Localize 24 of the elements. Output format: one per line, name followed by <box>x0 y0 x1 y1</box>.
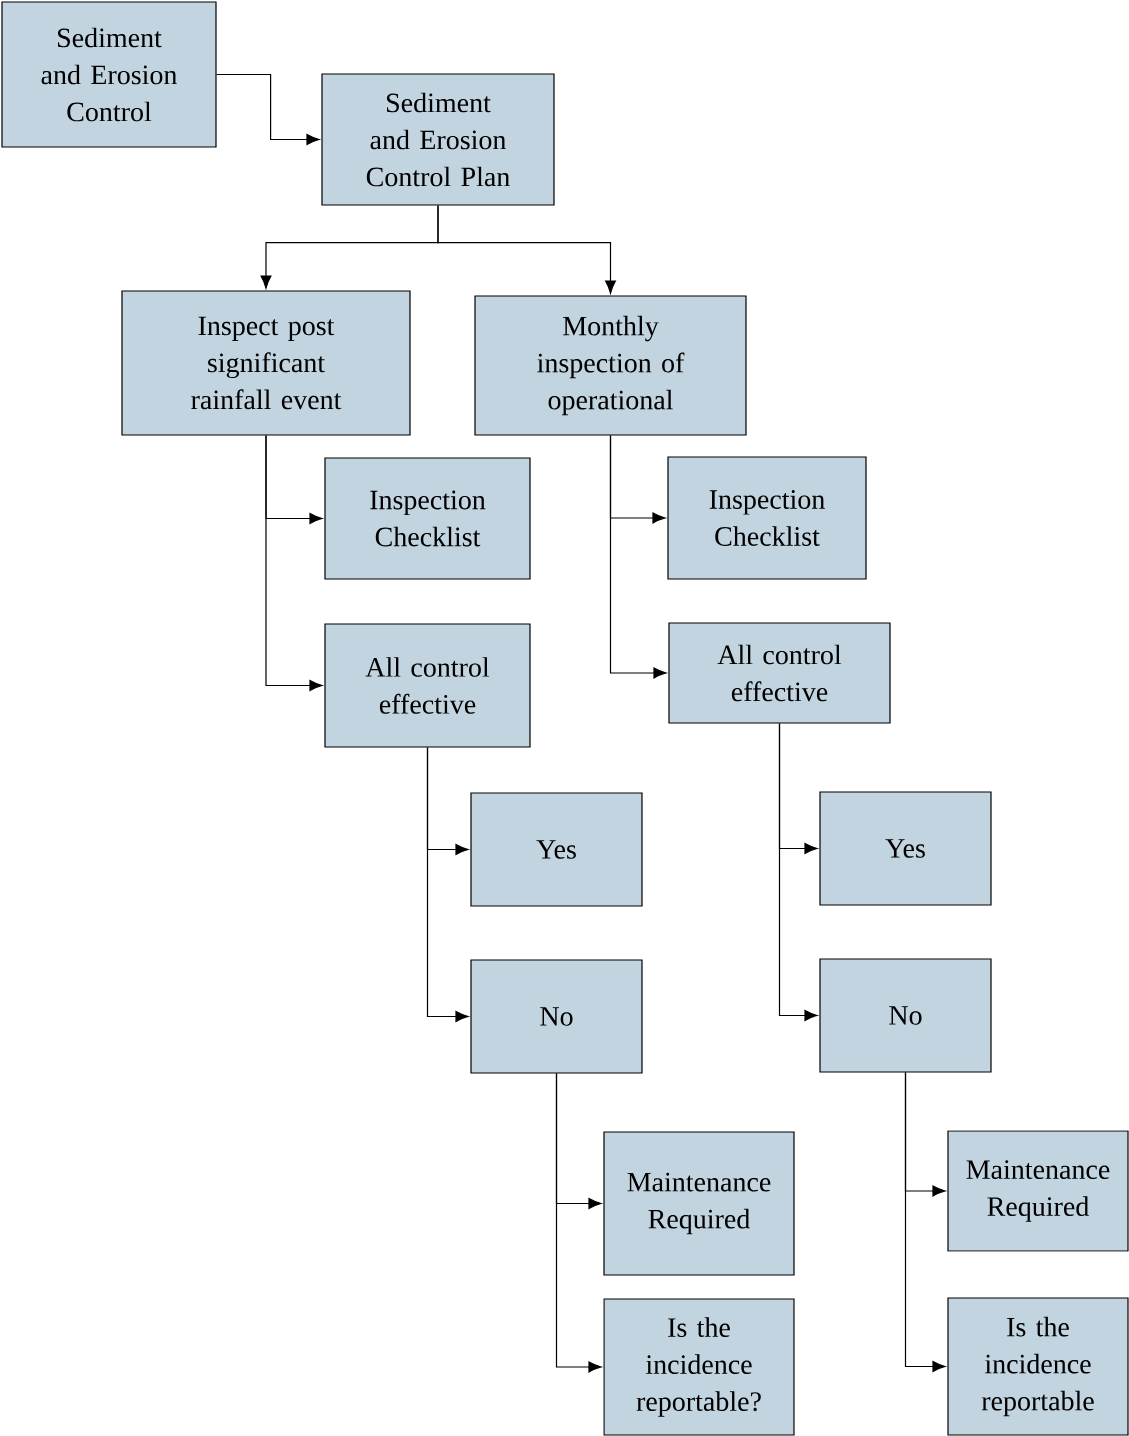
arrow <box>904 1072 946 1373</box>
process-box: Is the incidence reportable? <box>603 1298 795 1436</box>
arrow <box>216 73 320 146</box>
process-box: Monthly inspection of operational <box>474 295 747 436</box>
process-box: Is the incidence reportable <box>947 1297 1129 1436</box>
process-box: No <box>819 958 992 1073</box>
process-box: All control effective <box>668 622 891 724</box>
process-box: Inspect post significant rainfall event <box>121 290 411 436</box>
process-box: Inspection Checklist <box>324 457 531 580</box>
arrow <box>437 205 616 294</box>
arrow <box>555 1073 602 1373</box>
arrow <box>609 435 667 679</box>
process-box: No <box>470 959 643 1074</box>
arrow <box>778 723 818 1022</box>
process-box: Yes <box>819 791 992 906</box>
process-box: Sediment and Erosion Control Plan <box>321 73 555 206</box>
process-box: Inspection Checklist <box>667 456 867 580</box>
arrow <box>265 435 323 692</box>
process-box: Sediment and Erosion Control <box>1 1 217 148</box>
process-box: All control effective <box>324 623 531 748</box>
process-box: Maintenance Required <box>603 1131 795 1276</box>
arrow <box>426 747 469 1023</box>
process-box: Maintenance Required <box>947 1130 1129 1252</box>
process-box: Yes <box>470 792 643 907</box>
